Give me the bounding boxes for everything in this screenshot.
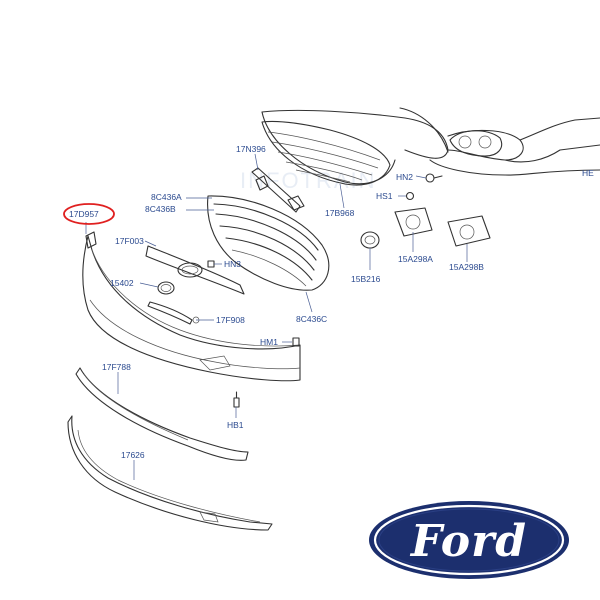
lower-grille-8C436 bbox=[207, 195, 330, 291]
upper-grille-17B968 bbox=[261, 120, 391, 186]
callout-HM1: HM1 bbox=[260, 337, 278, 347]
skid-trim-17626 bbox=[67, 415, 273, 531]
callout-HN2: HN2 bbox=[396, 172, 413, 182]
callout-HE: HE bbox=[582, 168, 594, 178]
trim-bar-17F003 bbox=[145, 245, 245, 295]
callout-15B216: 15B216 bbox=[351, 274, 381, 284]
callout-17D957: 17D957 bbox=[69, 209, 99, 219]
callout-17F788: 17F788 bbox=[102, 362, 131, 372]
callout-17F003: 17F003 bbox=[115, 236, 144, 246]
fog-bezel-15A298A bbox=[394, 207, 433, 237]
callout-15A298B: 15A298B bbox=[449, 262, 484, 272]
leader-lines bbox=[85, 153, 468, 480]
fastener-HB1 bbox=[233, 391, 240, 408]
ford-logo: Ford bbox=[369, 501, 569, 579]
callout-HB1: HB1 bbox=[227, 420, 244, 430]
callout-17626: 17626 bbox=[121, 450, 145, 460]
ford-logo-oval-inner bbox=[378, 508, 560, 572]
ford-logo-oval-outer bbox=[369, 501, 569, 579]
vehicle-front-outline bbox=[261, 107, 600, 185]
callout-17N396: 17N396 bbox=[236, 144, 266, 154]
cap-15B216 bbox=[360, 231, 380, 249]
lower-lip-17F788 bbox=[75, 367, 249, 461]
callout-8C436C: 8C436C bbox=[296, 314, 327, 324]
highlight-ring-17D957 bbox=[63, 203, 115, 225]
emblem-15402 bbox=[157, 281, 175, 295]
callout-15A298A: 15A298A bbox=[398, 254, 433, 264]
headlamp-unit bbox=[449, 130, 503, 157]
fastener-HM1 bbox=[292, 337, 300, 347]
fog-bezel-15A298B bbox=[447, 215, 491, 247]
ford-logo-wordmark: Ford bbox=[409, 516, 527, 567]
callout-15402: 15402 bbox=[110, 278, 134, 288]
bracket-17N396 bbox=[251, 167, 305, 213]
fastener-HN2 bbox=[425, 173, 443, 183]
callout-17B968: 17B968 bbox=[325, 208, 355, 218]
trim-strip-17F908 bbox=[147, 301, 200, 325]
callout-HN3: HN3 bbox=[224, 259, 241, 269]
ford-logo-oval-rim bbox=[373, 504, 565, 576]
fastener-HS1 bbox=[405, 191, 415, 201]
callout-17F908: 17F908 bbox=[216, 315, 245, 325]
fastener-HN3 bbox=[207, 260, 215, 268]
callout-HS1: HS1 bbox=[376, 191, 393, 201]
callout-8C436B: 8C436B bbox=[145, 204, 176, 214]
bumper-cover-17D957 bbox=[82, 231, 301, 382]
callout-8C436A: 8C436A bbox=[151, 192, 182, 202]
